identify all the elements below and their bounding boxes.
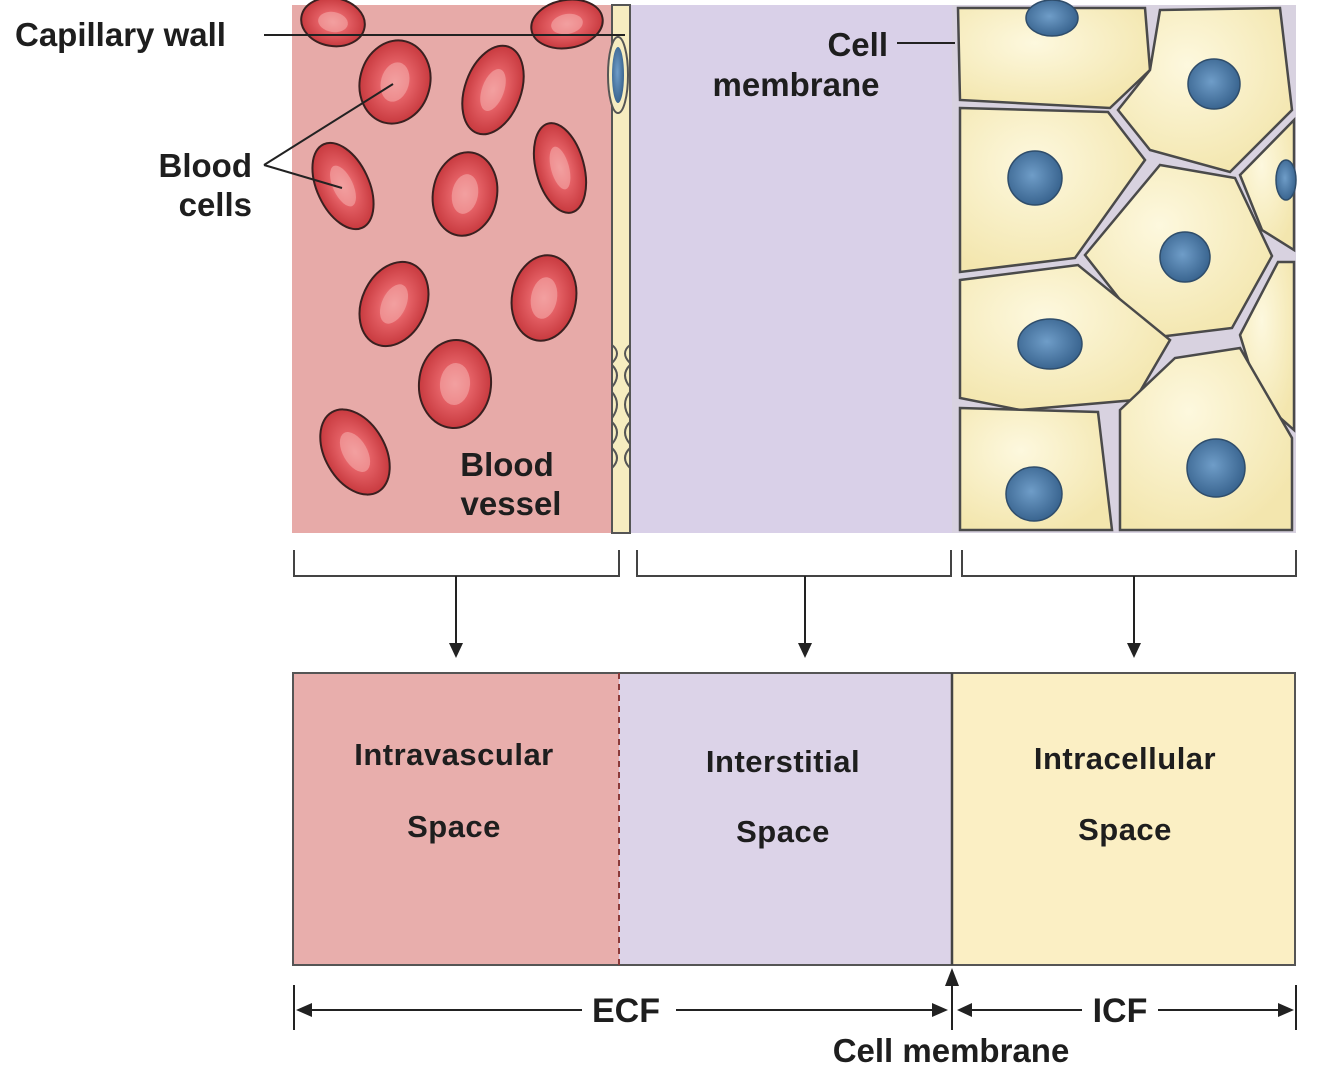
endothelial-nucleus bbox=[612, 47, 624, 103]
cell-nuclei bbox=[1005, 0, 1297, 522]
blood-cells-leader-1 bbox=[263, 83, 394, 166]
blood-vessel-label-line1: Blood bbox=[460, 446, 553, 483]
capillary-wall bbox=[607, 4, 631, 534]
down-arrows bbox=[449, 576, 1141, 658]
red-blood-cell bbox=[461, 44, 525, 136]
intracellular-box bbox=[952, 673, 1295, 965]
interstitial-region bbox=[630, 5, 954, 533]
icf-label: ICF bbox=[1093, 992, 1148, 1030]
red-blood-cell bbox=[358, 39, 432, 125]
intravascular-label-line1: Intravascular bbox=[354, 737, 554, 772]
leader-lines bbox=[263, 34, 955, 189]
brackets bbox=[293, 550, 1297, 577]
interstitial-box bbox=[619, 673, 952, 965]
blood-cells-leader-2 bbox=[263, 164, 343, 189]
cell-membrane-bottom-label: Cell membrane bbox=[833, 1032, 1070, 1069]
interstitial-label-line1: Interstitial bbox=[706, 744, 860, 779]
blood-cells-label-line2: cells bbox=[179, 186, 252, 223]
bracket-intravascular bbox=[293, 550, 620, 577]
ecf-label: ECF bbox=[592, 992, 660, 1030]
fluid-span-arrows bbox=[293, 968, 1297, 1030]
cell-membrane-top-label-line2: membrane bbox=[713, 66, 880, 103]
tissue-illustration: Capillary wall Blood cells Cell membrane… bbox=[15, 0, 1297, 534]
intravascular-label-line2: Space bbox=[407, 809, 501, 844]
tissue-cell bbox=[1118, 346, 1294, 532]
cell-membrane-top-label-line1: Cell bbox=[827, 26, 888, 63]
intracellular-label-line1: Intracellular bbox=[1034, 741, 1216, 776]
nucleus bbox=[1007, 150, 1063, 206]
red-blood-cell bbox=[530, 0, 604, 50]
tissue-cell bbox=[956, 6, 1152, 110]
tissue-cell bbox=[1238, 116, 1296, 253]
nucleus bbox=[1186, 438, 1246, 498]
bracket-interstitial bbox=[636, 550, 952, 577]
compartment-boxes: Intravascular Space Interstitial Space I… bbox=[292, 672, 1296, 966]
nucleus bbox=[1025, 0, 1079, 37]
interstitial-label-line2: Space bbox=[736, 814, 830, 849]
red-blood-cell bbox=[358, 260, 430, 348]
bracket-intracellular bbox=[961, 550, 1297, 577]
red-blood-cell bbox=[417, 339, 493, 429]
nucleus bbox=[1187, 58, 1241, 110]
intravascular-box bbox=[293, 673, 619, 965]
nucleus bbox=[1017, 318, 1083, 370]
nucleus bbox=[1159, 231, 1211, 283]
compartment-outline bbox=[292, 672, 1296, 966]
red-blood-cell bbox=[532, 122, 588, 214]
capillary-wall-label: Capillary wall bbox=[15, 16, 226, 53]
red-blood-cell bbox=[319, 408, 391, 496]
red-blood-cell bbox=[311, 141, 375, 231]
blood-vessel-label-line2: vessel bbox=[461, 485, 562, 522]
nucleus bbox=[1005, 466, 1063, 522]
blood-cells-label-line1: Blood bbox=[159, 147, 252, 184]
red-blood-cell bbox=[510, 254, 578, 342]
nucleus bbox=[1275, 159, 1297, 201]
intracellular-label-line2: Space bbox=[1078, 812, 1172, 847]
red-blood-cell bbox=[431, 151, 499, 237]
